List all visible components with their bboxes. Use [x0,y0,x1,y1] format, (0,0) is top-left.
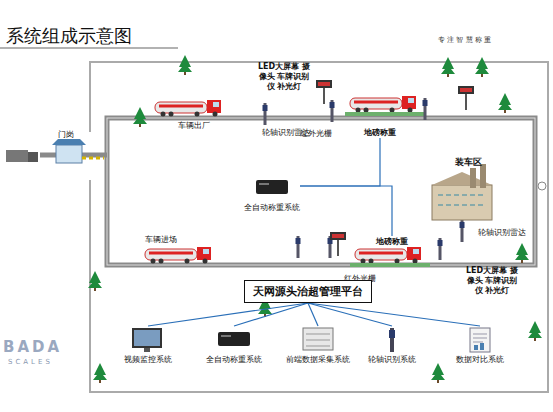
system-node: 轮轴识别系统 [368,326,416,365]
callout-label: LED大屏幕 摄像头 车牌识别仪 补光灯 [466,266,518,296]
callout-label: 门岗 [58,130,74,139]
diagram-title: 系统组成示意图 [6,26,132,47]
system-node: 全自动称重系统 [206,326,262,365]
callout-label: 红外光栅 [300,129,332,138]
system-node: 视频监控系统 [124,326,172,365]
connector [308,303,480,326]
monitor-icon [130,326,166,354]
node-text: 轮轴识别系统 [368,354,416,365]
device-icon [216,326,252,354]
logo-text: SCALES [8,358,53,366]
system-node: 数据对比系统 [456,326,504,365]
doc-icon [462,326,498,354]
logo-text: BADA [3,339,62,356]
scale-node: 地磅称重 [374,236,410,247]
callout-label: 车辆出厂 [178,121,210,130]
system-node: 前端数据采集系统 [286,326,350,365]
node-text: 天网源头治超管理平台 [253,284,363,299]
connector [234,303,308,326]
connector [148,303,308,326]
server-icon [300,326,336,354]
connector [300,186,392,236]
node-text: 视频监控系统 [124,354,172,365]
callout-label: 轮轴识别雷达 [478,228,526,237]
node-text: 前端数据采集系统 [286,354,350,365]
node-text: 数据对比系统 [456,354,504,365]
callout-label: 车辆进场 [145,235,177,244]
node-text: 地磅称重 [364,127,396,138]
callout-label: 装车区 [455,157,482,167]
scale-node: 地磅称重 [362,127,398,138]
connector [300,138,380,186]
node-text: 全自动称重系统 [206,354,262,365]
callout-label: LED大屏幕 摄像头 车牌识别仪 补光灯 [258,62,310,92]
connector [308,303,318,326]
node-text: 地磅称重 [376,236,408,247]
node-text: 全自动称重系统 [244,202,300,213]
system-node: 全自动称重系统 [244,174,300,213]
pole-icon [374,326,410,354]
device-icon [254,174,290,202]
platform-box: 天网源头治超管理平台 [244,280,372,303]
callout-label: 专 注 智 慧 称 重 [438,36,491,44]
connector [308,303,392,326]
